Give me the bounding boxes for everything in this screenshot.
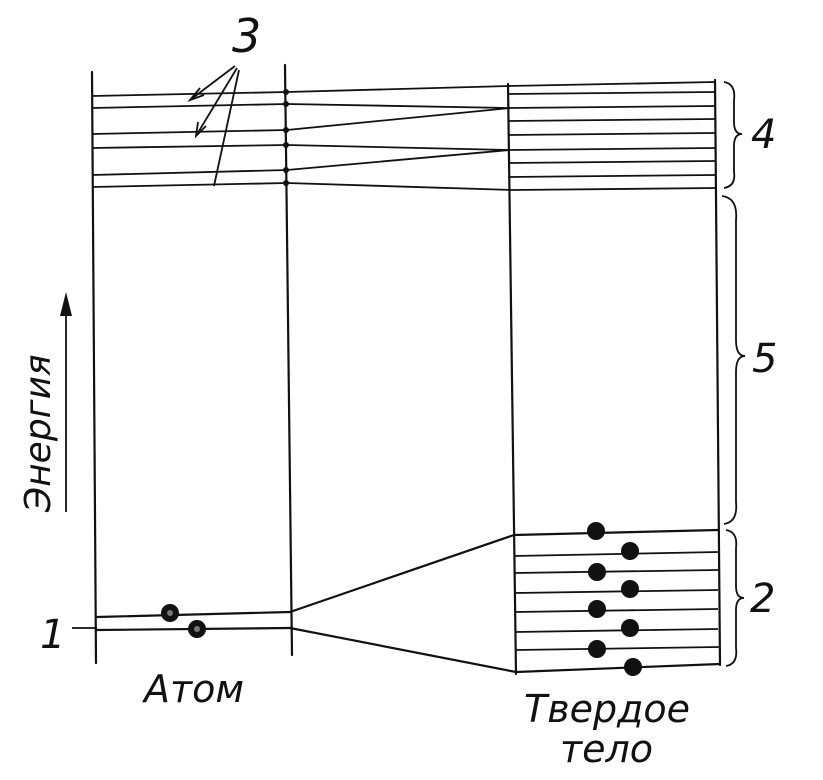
atom-lower-levels xyxy=(72,610,292,632)
atom-upper-levels xyxy=(91,91,288,188)
energy-axis-label: Энергия xyxy=(18,354,59,513)
atom-label: Атом xyxy=(141,667,244,711)
energy-arrow xyxy=(60,292,72,512)
solid-electron xyxy=(624,658,642,676)
label-4: 4 xyxy=(751,112,776,158)
atom-level-upper-2 xyxy=(91,103,288,109)
atom-left-border xyxy=(90,70,98,665)
label-5: 5 xyxy=(752,336,777,382)
atom-border-nodes xyxy=(283,89,289,186)
atom-level-upper-5 xyxy=(91,169,288,176)
solid-left-border xyxy=(506,82,518,676)
solid-electron xyxy=(588,600,606,618)
atom-level-upper-6 xyxy=(91,182,288,188)
solid-label-line1: Твердое xyxy=(524,687,690,731)
label-2: 2 xyxy=(750,576,775,622)
atom-level-upper-4 xyxy=(91,144,288,149)
solid-electron xyxy=(588,640,606,658)
solid-electron xyxy=(621,580,639,598)
atom-electrons xyxy=(161,604,206,638)
atom-level-upper-3 xyxy=(91,129,288,135)
solid-lower-band xyxy=(512,528,722,674)
brace-5 xyxy=(721,195,746,525)
solid-electrons xyxy=(587,522,642,676)
solid-right-border xyxy=(713,78,722,667)
atom-level-upper-1 xyxy=(91,91,288,97)
solid-label-line2: тело xyxy=(560,727,653,771)
solid-upper-band xyxy=(507,81,718,191)
arrow-up-icon xyxy=(60,292,72,316)
label-1: 1 xyxy=(40,612,65,658)
solid-electron xyxy=(621,542,639,560)
lower-connectors xyxy=(288,533,518,674)
label-3: 3 xyxy=(232,9,261,63)
brace-4 xyxy=(723,81,743,189)
upper-connectors xyxy=(286,85,513,191)
solid-electron xyxy=(621,619,639,637)
solid-electron xyxy=(588,563,606,581)
solid-electron xyxy=(587,522,605,540)
atom-level-lower-1 xyxy=(95,610,292,619)
label-3-pointers xyxy=(187,65,240,187)
atom-right-border xyxy=(283,63,294,657)
brace-2 xyxy=(725,529,745,667)
